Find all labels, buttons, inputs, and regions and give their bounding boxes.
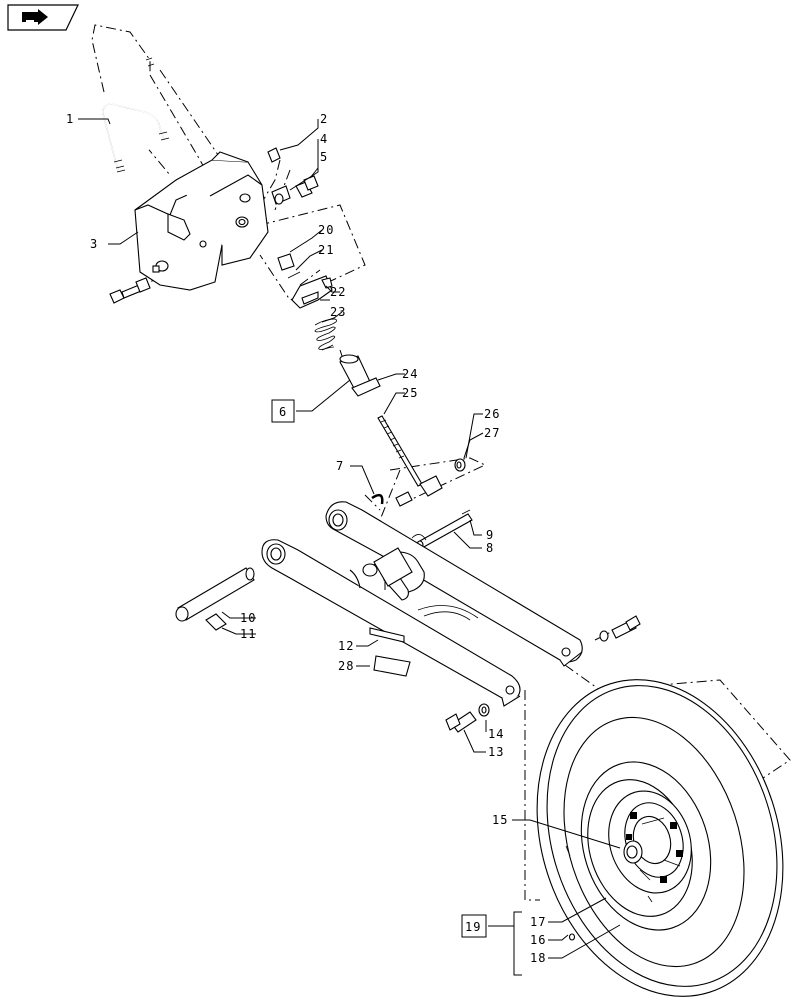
pivot-bolt	[395, 491, 413, 507]
callout-3: 3	[90, 237, 98, 251]
callout-6: 6	[279, 405, 287, 419]
callout-11: 11	[240, 627, 256, 641]
callout-27: 27	[484, 426, 500, 440]
callout-26: 26	[484, 407, 500, 421]
parts-2-4-5	[267, 147, 319, 205]
callout-labels: 1 2 3 4 5 6 7 8 9 10 11 12 13 14 15 16 1…	[66, 112, 546, 965]
callout-14: 14	[488, 727, 504, 741]
callout-4: 4	[320, 132, 328, 146]
nav-badge[interactable]	[7, 4, 79, 31]
back-arrow-icon	[22, 9, 48, 25]
callout-19: 19	[465, 920, 481, 934]
wheel-hub	[623, 802, 684, 883]
arm-bolt-right	[599, 615, 641, 642]
decal-plate	[369, 627, 411, 677]
callout-2: 2	[320, 112, 328, 126]
callout-7: 7	[336, 459, 344, 473]
callout-24: 24	[402, 367, 418, 381]
callout-17: 17	[530, 915, 546, 929]
handle-u-bolt	[102, 57, 170, 173]
wheel-assembly	[536, 679, 784, 997]
upper-arm	[325, 501, 583, 667]
mounting-bracket	[134, 151, 269, 291]
retaining-clip	[371, 493, 384, 505]
callout-10: 10	[240, 611, 256, 625]
callout-16: 16	[530, 933, 546, 947]
callout-12: 12	[338, 639, 354, 653]
bracket-bolt	[109, 265, 160, 304]
callout-9: 9	[486, 528, 494, 542]
callout-5: 5	[320, 150, 328, 164]
pivot-pin	[416, 509, 473, 550]
plunger-and-rod	[339, 354, 443, 497]
nut-and-washer	[454, 458, 466, 472]
arm-bolt-13-14	[445, 703, 490, 733]
callout-1: 1	[66, 112, 74, 126]
callout-21: 21	[318, 243, 334, 257]
callout-15: 15	[492, 813, 508, 827]
callout-13: 13	[488, 745, 504, 759]
callout-8: 8	[486, 541, 494, 555]
compression-spring	[314, 318, 338, 351]
axle-pin	[175, 567, 255, 631]
callout-22: 22	[330, 285, 346, 299]
pivot-bushing	[362, 547, 413, 587]
callout-25: 25	[402, 386, 418, 400]
callout-20: 20	[318, 223, 334, 237]
callout-23: 23	[330, 305, 346, 319]
callout-18: 18	[530, 951, 546, 965]
leader-lines	[78, 118, 621, 976]
callout-28: 28	[338, 659, 354, 673]
latch-parts	[277, 253, 338, 351]
